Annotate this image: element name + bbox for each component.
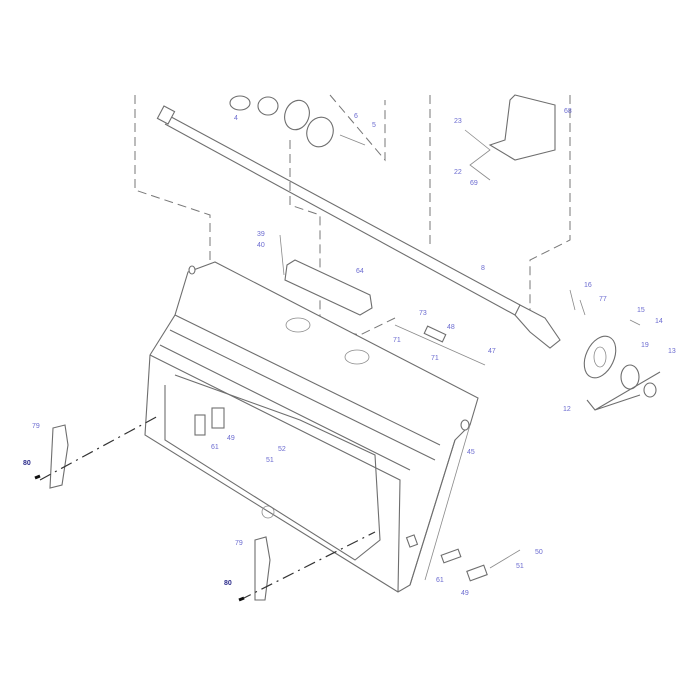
callout-39: 39: [257, 231, 265, 238]
callout-6: 6: [354, 113, 358, 120]
bracket-64: [279, 234, 486, 366]
callout-71: 71: [393, 337, 401, 344]
callout-22: 22: [454, 169, 462, 176]
callout-64: 64: [356, 268, 364, 275]
callout-40: 40: [257, 242, 265, 249]
callout-47: 47: [488, 348, 496, 355]
callout-51: 51: [516, 563, 524, 570]
callout-13: 13: [668, 348, 676, 355]
callout-5: 5: [372, 122, 376, 129]
callout-68: 68: [564, 108, 572, 115]
callout-19: 19: [641, 342, 649, 349]
callout-80: 80: [23, 460, 31, 467]
callout-79: 79: [32, 423, 40, 430]
callout-69: 69: [470, 180, 478, 187]
bearing-parts: [229, 94, 556, 181]
callout-49: 49: [227, 435, 235, 442]
hopper-body: [144, 261, 479, 593]
callout-79: 79: [235, 540, 243, 547]
callout-labels: 4 6 5 23 68 22 69 39 40 64 8 16 77 15 14…: [23, 108, 676, 597]
callout-61: 61: [211, 444, 219, 451]
callout-73: 73: [419, 310, 427, 317]
callout-49: 49: [461, 590, 469, 597]
callout-15: 15: [637, 307, 645, 314]
callout-51: 51: [266, 457, 274, 464]
callout-77: 77: [599, 296, 607, 303]
drive-shaft: [156, 105, 561, 349]
callout-16: 16: [584, 282, 592, 289]
callout-4: 4: [234, 115, 238, 122]
callout-52: 52: [278, 446, 286, 453]
callout-8: 8: [481, 265, 485, 272]
callout-48: 48: [447, 324, 455, 331]
hub-assembly: [569, 289, 661, 411]
callout-71: 71: [431, 355, 439, 362]
callout-45: 45: [467, 449, 475, 456]
callout-50: 50: [535, 549, 543, 556]
callout-12: 12: [563, 406, 571, 413]
callout-80: 80: [224, 580, 232, 587]
callout-23: 23: [454, 118, 462, 125]
side-plates: [34, 414, 521, 602]
callout-61: 61: [436, 577, 444, 584]
callout-14: 14: [655, 318, 663, 325]
